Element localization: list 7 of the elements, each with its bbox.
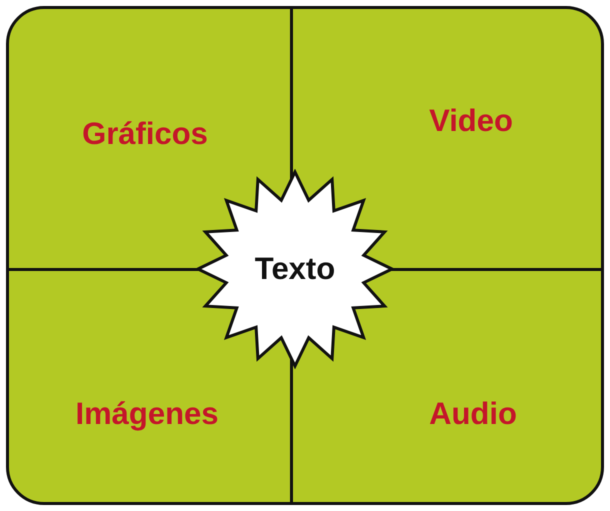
starburst xyxy=(195,169,395,369)
center-label: Texto xyxy=(254,251,336,287)
rounded-panel xyxy=(6,6,604,505)
category-label: Imágenes xyxy=(76,396,218,432)
category-label: Audio xyxy=(429,396,517,432)
category-label: Gráficos xyxy=(82,116,208,152)
category-label: Video xyxy=(429,103,513,139)
